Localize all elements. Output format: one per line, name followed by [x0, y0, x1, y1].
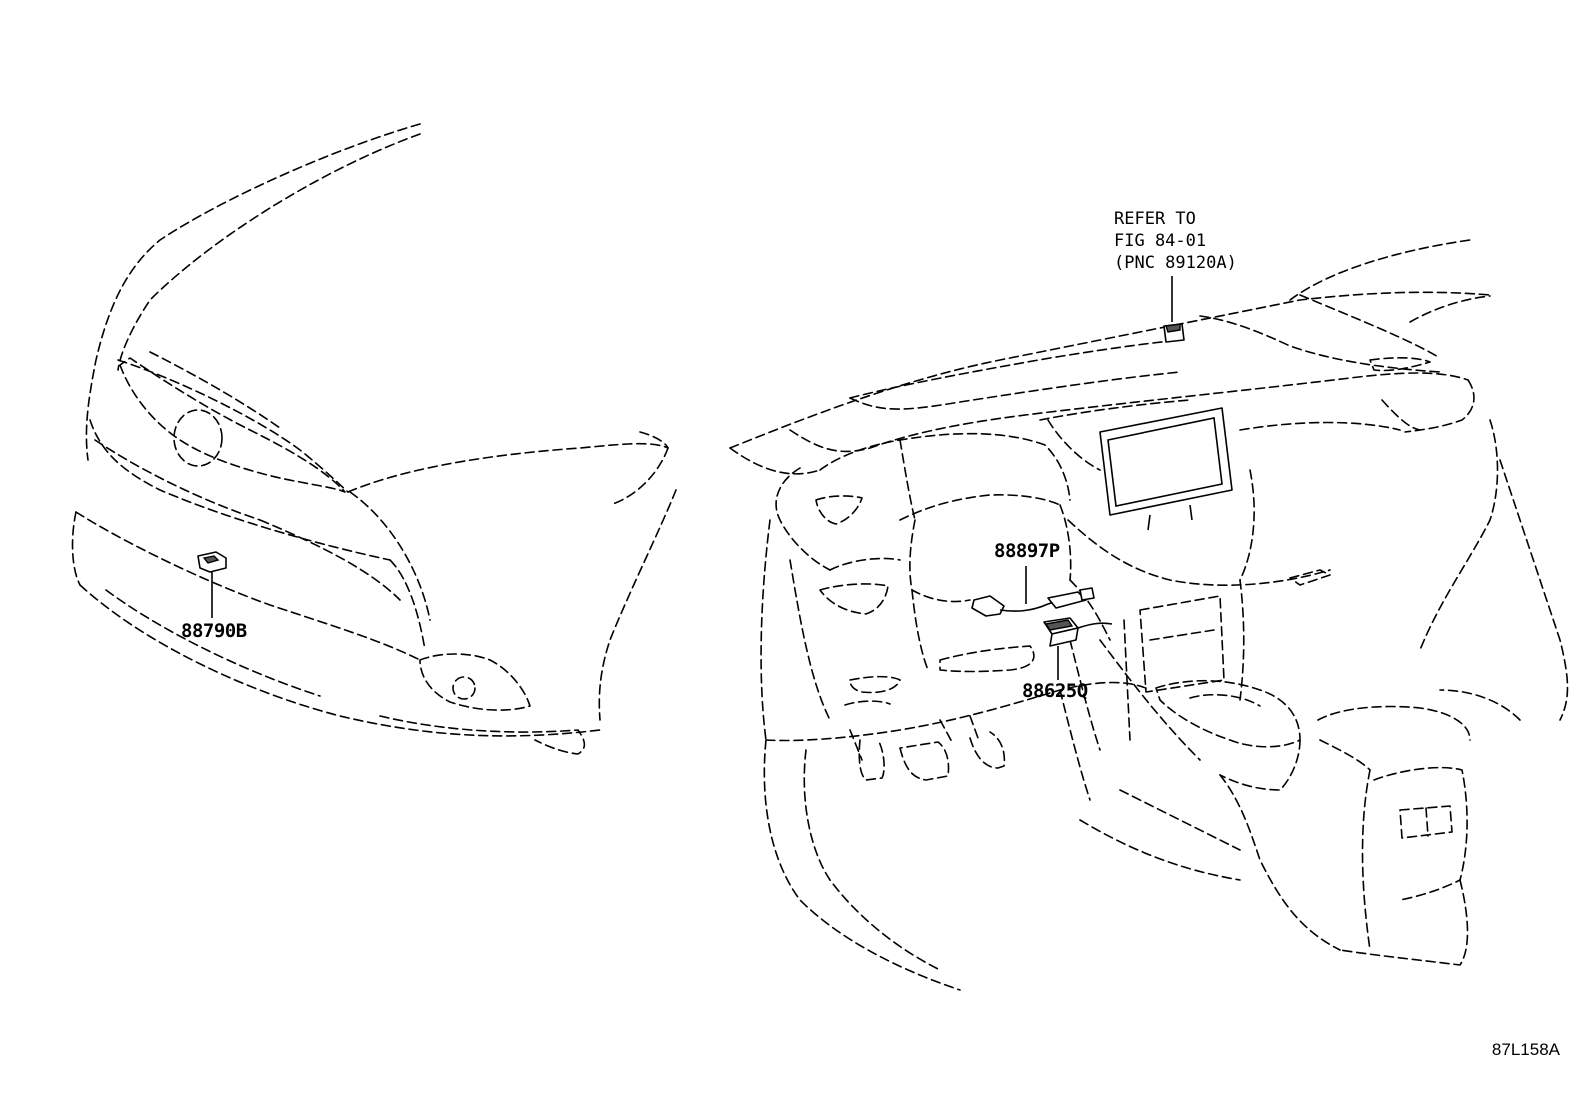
front-sensor-part — [197, 551, 227, 618]
amplifier-part — [1043, 617, 1113, 680]
vehicle-front-outline — [71, 123, 677, 755]
cable-part — [971, 566, 1095, 617]
refer-part — [1163, 276, 1185, 343]
callout-88790B: 88790B — [181, 620, 247, 642]
figure-code: 87L158A — [1491, 1040, 1560, 1059]
refer-note-line-1: REFER TO — [1114, 209, 1196, 229]
callout-88897P: 88897P — [994, 540, 1060, 562]
refer-note: REFER TO FIG 84-01 (PNC 89120A) — [1114, 208, 1237, 274]
callout-88625Q: 88625Q — [1022, 680, 1088, 702]
refer-note-line-2: FIG 84-01 — [1114, 231, 1207, 251]
dashboard-outline — [729, 239, 1569, 991]
refer-note-line-3: (PNC 89120A) — [1114, 253, 1237, 273]
